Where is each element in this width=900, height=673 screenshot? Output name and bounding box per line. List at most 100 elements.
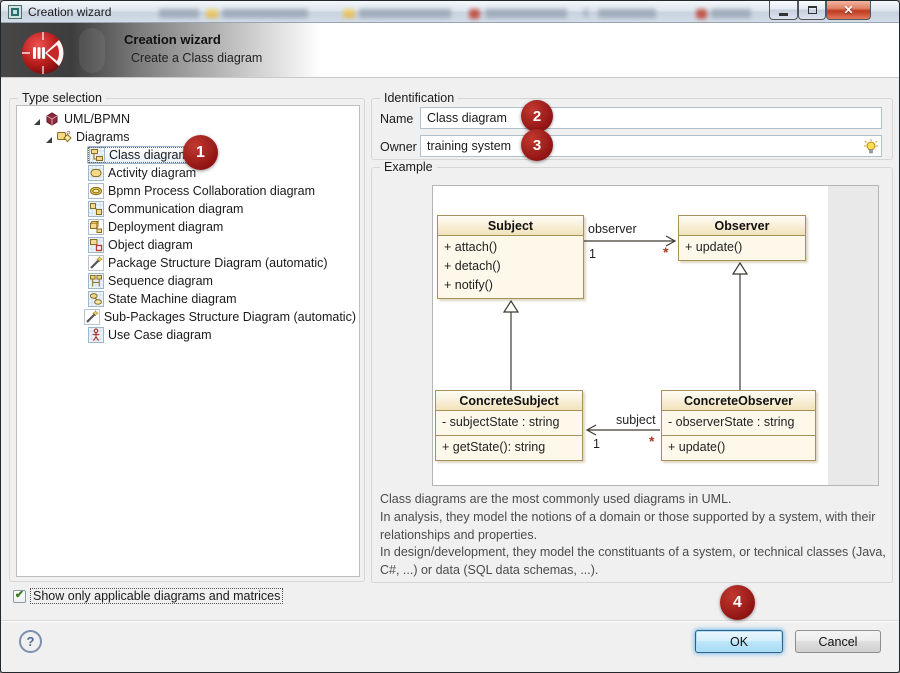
diagrams-folder-icon xyxy=(56,129,72,145)
uml-class-concreteobserver: ConcreteObserver - observerState : string… xyxy=(661,390,816,461)
blurred-bookmark xyxy=(711,9,751,18)
tree-item-class-diagram[interactable]: Class diagram xyxy=(17,146,359,164)
tree-item-label: Activity diagram xyxy=(108,166,197,180)
uml-class-member: + getState(): string xyxy=(442,440,546,454)
tree-item-bpmn-process-collaboration-diagram[interactable]: Bpmn Process Collaboration diagram xyxy=(17,182,359,200)
filter-checkbox[interactable]: ✔ xyxy=(13,588,26,603)
multiplicity: * xyxy=(663,244,669,260)
minimize-icon xyxy=(779,12,788,16)
example-diagram-image: Subject + attach() + detach() + notify() Obs… xyxy=(432,185,879,486)
annotation-badge-4: 4 xyxy=(720,585,755,620)
tree-item-object-diagram[interactable]: Object diagram xyxy=(17,236,359,254)
expand-arrow-icon xyxy=(75,149,87,161)
uml-project-icon xyxy=(44,111,60,127)
euro-icon: € xyxy=(583,6,590,20)
description-line: In design/development, they model the co… xyxy=(380,545,886,577)
description-line: Class diagrams are the most commonly use… xyxy=(380,492,732,506)
identification-group: Identification Name Owner xyxy=(371,91,893,160)
modelio-logo-icon xyxy=(22,32,64,74)
lightbulb-icon[interactable] xyxy=(864,139,878,154)
wand-diagram-icon xyxy=(88,255,104,271)
image-margin xyxy=(828,186,878,485)
uml-class-member: + detach() xyxy=(444,259,501,273)
type-selection-label: Type selection xyxy=(18,91,106,105)
tree-item-sub-packages-structure-diagram-automatic[interactable]: Sub-Packages Structure Diagram (automati… xyxy=(17,308,359,326)
expand-arrow-icon[interactable] xyxy=(31,113,43,125)
tree-item-deployment-diagram[interactable]: Deployment diagram xyxy=(17,218,359,236)
example-label: Example xyxy=(380,160,437,174)
tree-item-sequence-diagram[interactable]: Sequence diagram xyxy=(17,272,359,290)
multiplicity: 1 xyxy=(593,437,600,451)
checkmark-icon: ✔ xyxy=(14,588,25,601)
tree-item-diagrams[interactable]: Diagrams xyxy=(17,128,359,146)
expand-arrow-icon xyxy=(75,203,87,215)
blurred-bookmark xyxy=(359,9,451,18)
maximize-button[interactable] xyxy=(798,1,826,20)
expand-arrow-icon xyxy=(75,257,87,269)
tree-item-label: Bpmn Process Collaboration diagram xyxy=(108,184,316,198)
tree-item-activity-diagram[interactable]: Activity diagram xyxy=(17,164,359,182)
cancel-button[interactable]: Cancel xyxy=(795,630,881,653)
deployment-diagram-icon xyxy=(88,219,104,235)
tree-item-label: Object diagram xyxy=(108,238,193,252)
annotation-badge-2: 2 xyxy=(521,100,553,132)
name-input[interactable] xyxy=(420,107,882,129)
expand-arrow-icon xyxy=(75,167,87,179)
uml-class-member: + update() xyxy=(668,440,726,454)
uml-class-member: + attach() xyxy=(444,240,498,254)
tree-item-use-case-diagram[interactable]: Use Case diagram xyxy=(17,326,359,344)
blurred-bookmark xyxy=(222,9,308,18)
uml-class-concretesubject: ConcreteSubject- subjectState : string+ … xyxy=(435,390,583,461)
help-button[interactable]: ? xyxy=(19,630,42,653)
wizard-subtitle: Create a Class diagram xyxy=(131,51,263,65)
identification-label: Identification xyxy=(380,91,459,105)
tree-item-state-machine-diagram[interactable]: State Machine diagram xyxy=(17,290,359,308)
tree-item-package-structure-diagram-automatic[interactable]: Package Structure Diagram (automatic) xyxy=(17,254,359,272)
expand-arrow-icon[interactable] xyxy=(43,131,55,143)
tree-item-label: Deployment diagram xyxy=(108,220,224,234)
uml-class-name: ConcreteSubject xyxy=(436,391,582,411)
uml-class-name: Subject xyxy=(438,216,583,236)
tree-item-communication-diagram[interactable]: Communication diagram xyxy=(17,200,359,218)
uml-class-member: - observerState : string xyxy=(668,415,795,429)
close-icon: ✕ xyxy=(843,2,854,17)
uml-class-member: + notify() xyxy=(444,278,493,292)
expand-arrow-icon xyxy=(75,329,87,341)
window-title: Creation wizard xyxy=(28,5,112,19)
expand-arrow-icon xyxy=(75,293,87,305)
ok-button[interactable]: OK xyxy=(695,630,783,653)
filter-checkbox-row: ✔ Show only applicable diagrams and matr… xyxy=(13,587,284,605)
association-name: observer xyxy=(588,222,637,236)
annotation-badge-1: 1 xyxy=(183,135,218,170)
uml-class-member: + update() xyxy=(685,240,743,254)
wand-diagram-icon xyxy=(83,309,100,325)
footer-separator xyxy=(1,620,899,622)
window-titlebar[interactable]: Creation wizard € ✕ xyxy=(1,1,899,23)
example-group: Example Subject + attach() + detach() + not… xyxy=(371,160,893,583)
description-line: In analysis, they model the notions of a… xyxy=(380,509,876,542)
uml-class-subject: Subject + attach() + detach() + notify() xyxy=(437,215,584,299)
blurred-bookmark xyxy=(159,9,199,18)
wizard-header: Creation wizard Create a Class diagram xyxy=(1,23,899,78)
communication-diagram-icon xyxy=(88,201,104,217)
bookmark-icon xyxy=(469,9,480,19)
tree-item-uml-bpmn[interactable]: UML/BPMN xyxy=(17,110,359,128)
diagram-description: Class diagrams are the most commonly use… xyxy=(380,491,888,580)
owner-input[interactable] xyxy=(420,135,882,157)
blurred-bookmark xyxy=(598,9,656,18)
activity-diagram-icon xyxy=(88,165,104,181)
uml-class-name: Observer xyxy=(679,216,805,236)
state-machine-diagram-icon xyxy=(88,291,104,307)
tree-item-label: Sub-Packages Structure Diagram (automati… xyxy=(103,310,356,324)
blurred-bookmark xyxy=(485,9,567,18)
close-button[interactable]: ✕ xyxy=(826,1,871,20)
minimize-button[interactable] xyxy=(769,1,798,20)
tree-item-label: Sequence diagram xyxy=(108,274,213,288)
header-decoration xyxy=(79,28,105,73)
expand-arrow-icon xyxy=(75,311,83,323)
tree-item-label: Package Structure Diagram (automatic) xyxy=(108,256,328,270)
folder-icon xyxy=(206,9,218,18)
association-name: subject xyxy=(616,413,656,427)
uml-class-name: ConcreteObserver xyxy=(662,391,815,411)
